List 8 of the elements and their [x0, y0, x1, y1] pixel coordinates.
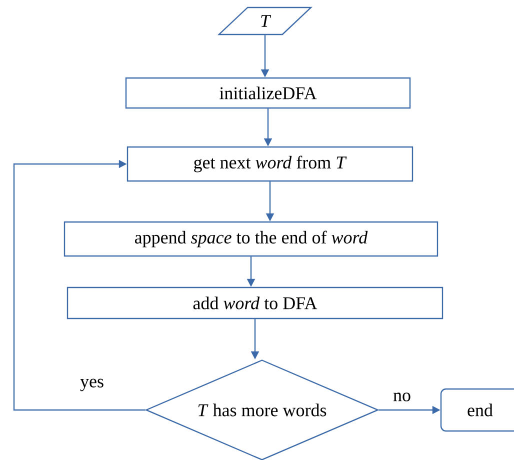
- process-box: get next word from T: [126, 146, 414, 182]
- process-box: add word to DFA: [66, 286, 444, 320]
- arrow: [13, 160, 146, 411]
- process-box: initializeDFA: [125, 77, 411, 109]
- end-terminal: end: [440, 388, 514, 432]
- edge-label: no: [392, 392, 412, 402]
- edge-label: yes: [79, 378, 105, 392]
- process-box: append space to the end of word: [64, 221, 438, 257]
